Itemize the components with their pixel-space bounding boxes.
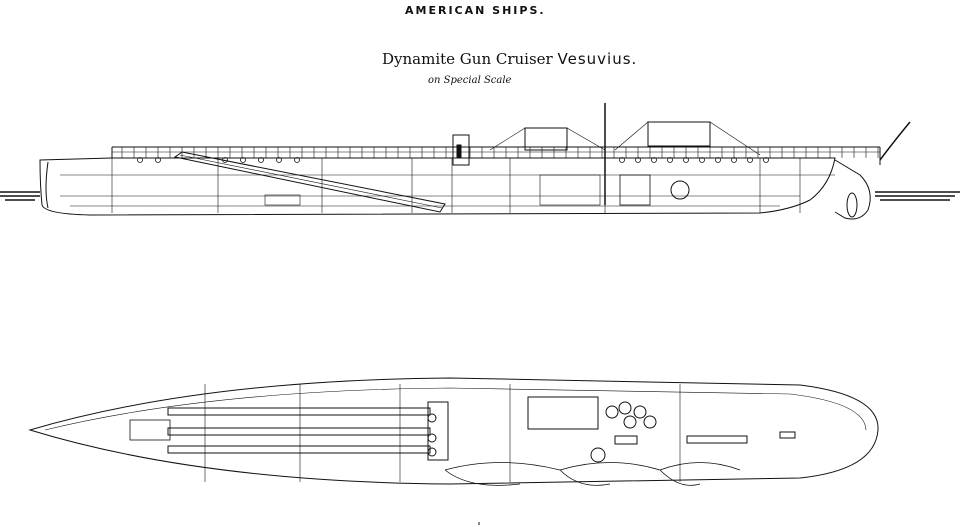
porthole: [715, 157, 721, 163]
porthole: [699, 157, 705, 163]
lifeboat-forward: [524, 127, 568, 151]
plan-frames: [204, 384, 681, 482]
skylight: [686, 435, 748, 444]
porthole: [276, 157, 282, 163]
gun-tubes: [167, 407, 431, 454]
plan-view: [28, 377, 879, 486]
portholes: [137, 157, 769, 163]
bow-line: [45, 161, 49, 209]
porthole: [651, 157, 657, 163]
drawing-title: Dynamite Gun Cruiser Vesuvius.: [382, 50, 636, 68]
engines: [619, 174, 651, 206]
porthole: [667, 157, 673, 163]
gun-breeches: [427, 401, 449, 461]
porthole: [619, 157, 625, 163]
lifeboat-aft: [647, 121, 711, 147]
scale-note: on Special Scale: [428, 75, 512, 86]
propeller-icon: [846, 192, 858, 218]
bulkheads: [111, 158, 801, 213]
porthole: [683, 157, 689, 163]
deck-outline: [28, 377, 879, 485]
dynamite-gun-tubes: [173, 151, 446, 213]
hull-outline: [39, 157, 836, 216]
boiler: [670, 180, 690, 200]
porthole: [155, 157, 161, 163]
porthole: [635, 157, 641, 163]
ship-name: Vesuvius: [557, 50, 632, 68]
engine-room-hatch: [527, 396, 599, 430]
porthole: [137, 157, 143, 163]
porthole: [258, 157, 264, 163]
rail-stanchions: [121, 147, 879, 158]
ensign-staff: [879, 121, 911, 161]
waterline: [0, 191, 960, 201]
porthole: [763, 157, 769, 163]
porthole: [294, 157, 300, 163]
stern-post: [834, 159, 871, 220]
side-elevation: [0, 103, 960, 220]
plate-header: AMERICAN SHIPS.: [405, 4, 546, 17]
porthole: [222, 157, 228, 163]
title-suffix: .: [631, 50, 637, 68]
porthole: [240, 157, 246, 163]
porthole: [747, 157, 753, 163]
conning-tower: [452, 134, 470, 166]
title-prefix: Dynamite Gun Cruiser: [382, 50, 553, 68]
porthole: [731, 157, 737, 163]
